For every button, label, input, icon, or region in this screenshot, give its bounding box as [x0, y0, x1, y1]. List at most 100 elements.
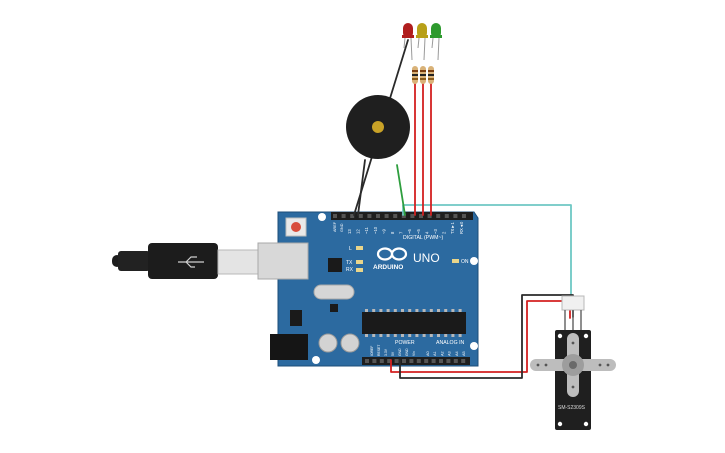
chip-pin: [444, 309, 448, 312]
pin-label: IOREF: [370, 346, 374, 356]
mounting-hole: [470, 257, 478, 265]
chip-pin: [422, 334, 426, 337]
header-pin-hole[interactable]: [461, 359, 466, 363]
analog-header-label: ANALOG IN: [436, 340, 465, 346]
led-l: [356, 246, 363, 250]
wire-teal-servo-signal: [402, 204, 572, 298]
header-pin-hole[interactable]: [350, 214, 355, 218]
chip-pin: [393, 309, 397, 312]
usb-port: [257, 242, 309, 280]
header-pin-hole[interactable]: [379, 359, 384, 363]
led-on: [452, 259, 459, 263]
chip-pin: [393, 334, 397, 337]
pin-label: A2: [440, 351, 444, 356]
chip-pin: [444, 334, 448, 337]
led-on-label: ON: [461, 259, 469, 265]
servo-connector: [561, 295, 585, 311]
header-pin-hole[interactable]: [401, 214, 406, 218]
header-pin-hole[interactable]: [372, 359, 377, 363]
header-pin-hole[interactable]: [393, 214, 398, 218]
chip-pin: [365, 334, 368, 337]
led-tx: [356, 260, 363, 264]
pin-label: 8: [390, 231, 395, 234]
header-pin-hole[interactable]: [439, 359, 443, 363]
pin-label: ~3: [433, 229, 438, 234]
power-jack: [270, 334, 308, 360]
pin-label: 3.3V: [384, 348, 388, 356]
pin-label: ~9: [381, 229, 386, 234]
crystal: [313, 284, 355, 300]
header-pin-hole[interactable]: [416, 359, 421, 363]
pin-label: 13: [347, 229, 352, 234]
arduino-uno-board[interactable]: L TX RX ON ARDUINO UNO DIGITAL (PWM~) PO…: [257, 211, 479, 367]
header-pin-hole[interactable]: [394, 359, 399, 363]
reset-button[interactable]: [291, 222, 301, 232]
led-rx: [356, 268, 363, 272]
header-pin-hole[interactable]: [387, 359, 392, 363]
small-chip: [330, 304, 338, 312]
pin-label: A3: [448, 351, 452, 356]
header-pin-hole[interactable]: [419, 214, 423, 218]
arduino-logo-text: ARDUINO: [373, 264, 403, 271]
pin-label: A5: [462, 351, 466, 356]
header-pin-hole[interactable]: [453, 359, 458, 363]
pin-label: RESET: [377, 345, 381, 356]
chip-pin: [437, 309, 440, 312]
chip-pin: [379, 309, 383, 312]
chip-pin: [415, 334, 419, 337]
chip-pin: [372, 309, 376, 312]
header-pin-hole[interactable]: [446, 359, 451, 363]
chip-pin: [422, 309, 426, 312]
header-pin-hole[interactable]: [453, 214, 458, 218]
header-pin-hole[interactable]: [333, 214, 337, 218]
atmega-chip: [362, 312, 466, 334]
chip-pin: [386, 309, 390, 312]
regulator: [290, 310, 302, 326]
header-pin-hole[interactable]: [409, 359, 414, 363]
header-pin-hole[interactable]: [384, 214, 389, 218]
arduino-logo-icon: [376, 247, 408, 261]
header-pin-hole[interactable]: [358, 214, 363, 218]
header-pin-hole[interactable]: [444, 214, 449, 218]
pin-label: ~11: [364, 227, 369, 234]
wire-green-buzzer: [396, 164, 406, 216]
power-analog-header: [362, 357, 470, 365]
header-pin-hole[interactable]: [341, 214, 346, 218]
chip-pin: [379, 334, 383, 337]
header-pin-hole[interactable]: [462, 214, 466, 218]
usb-chip: [328, 258, 342, 272]
pin-label: 4: [424, 231, 429, 234]
resistor-green: [428, 66, 434, 84]
header-pin-hole[interactable]: [367, 214, 372, 218]
header-pin-hole[interactable]: [402, 359, 406, 363]
pin-label: GND: [405, 348, 409, 356]
chip-pin: [458, 334, 462, 337]
header-pin-hole[interactable]: [431, 359, 436, 363]
header-pin-hole[interactable]: [410, 214, 415, 218]
pin-label: ~10: [373, 226, 378, 234]
chip-pin: [365, 309, 368, 312]
mounting-hole: [312, 356, 320, 364]
header-pin-hole[interactable]: [436, 214, 441, 218]
pin-label: RX◄0: [459, 221, 464, 234]
piezo-buzzer[interactable]: [346, 95, 410, 159]
wire-black-buzzer-gnd: [357, 159, 366, 216]
resistor-red: [412, 66, 418, 84]
digital-header-label: DIGITAL (PWM~): [403, 235, 443, 241]
led-yellow: [416, 23, 428, 38]
header-pin-hole[interactable]: [424, 359, 429, 363]
chip-pin: [451, 309, 455, 312]
led-l-label: L: [349, 246, 352, 252]
chip-pin: [458, 309, 462, 312]
led-red: [402, 23, 414, 38]
header-pin-hole[interactable]: [365, 359, 369, 363]
chip-pin: [386, 334, 390, 337]
leds: [402, 23, 442, 38]
led-tx-label: TX: [346, 260, 353, 266]
header-pin-hole[interactable]: [427, 214, 432, 218]
capacitor: [318, 333, 338, 353]
led-green: [430, 23, 442, 38]
servo-motor[interactable]: SM-S2309S: [530, 295, 616, 430]
header-pin-hole[interactable]: [376, 214, 380, 218]
